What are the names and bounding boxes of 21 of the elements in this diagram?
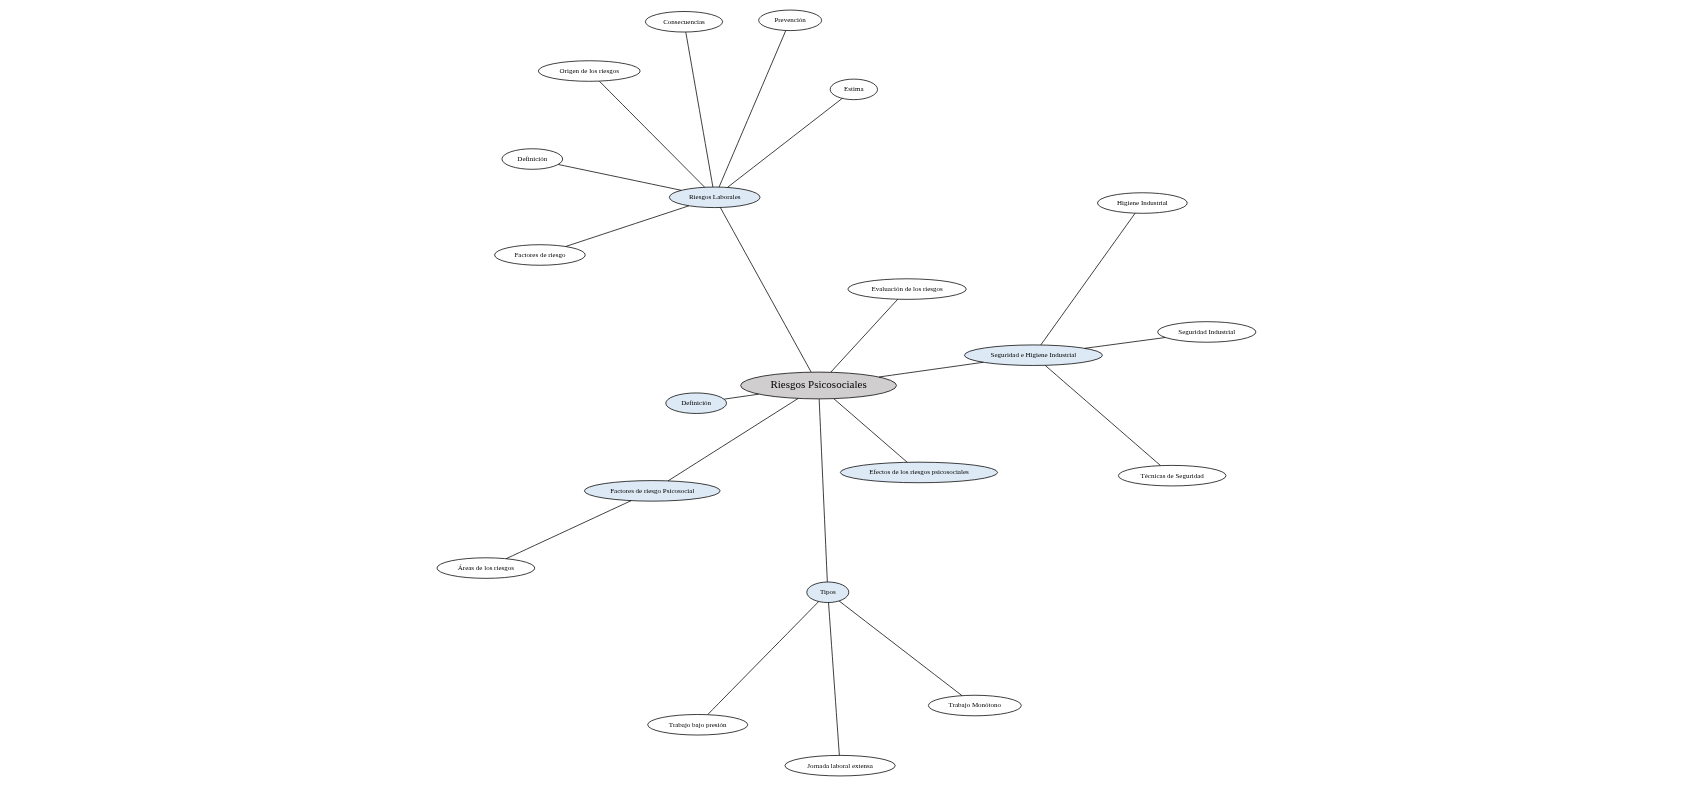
connector [557, 164, 682, 191]
connector [1044, 365, 1161, 466]
connector [565, 205, 690, 247]
connector [833, 398, 908, 463]
connector [818, 398, 828, 583]
connector [707, 601, 820, 715]
connector [667, 398, 799, 482]
connector [599, 80, 706, 188]
connector [720, 207, 812, 373]
connector [723, 393, 760, 400]
connector [727, 98, 843, 188]
connector [828, 602, 840, 756]
connector [1084, 337, 1166, 349]
connector [1040, 212, 1136, 346]
connector [685, 31, 714, 188]
connector [838, 600, 963, 696]
connector [505, 500, 632, 560]
connector [830, 298, 899, 373]
node-ellipse: Riesgos Psicosociales [740, 371, 897, 400]
connector [718, 30, 787, 188]
connector [878, 361, 984, 378]
